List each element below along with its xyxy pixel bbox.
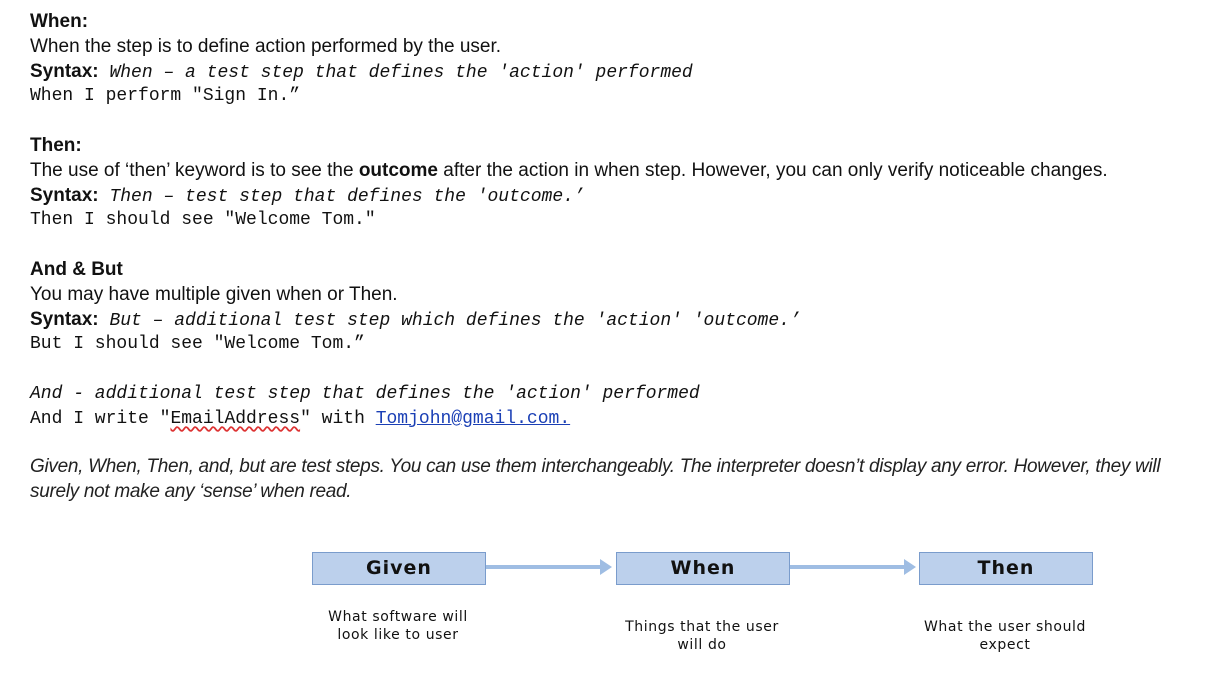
- document-body: When: When the step is to define action …: [30, 10, 1200, 504]
- arrow-when-to-then: [790, 559, 916, 575]
- when-box: When: [616, 552, 790, 585]
- but-syntax: Syntax: But – additional test step which…: [30, 308, 1200, 333]
- then-box: Then: [919, 552, 1093, 585]
- and-example-middle: " with: [300, 408, 376, 429]
- syntax-label: Syntax:: [30, 184, 99, 206]
- email-field-name: EmailAddress: [170, 408, 301, 429]
- syntax-label: Syntax:: [30, 60, 99, 82]
- then-caption: What the user should expect: [923, 619, 1087, 653]
- then-desc-part2: after the action in when step. However, …: [438, 159, 1108, 181]
- when-syntax-text: When – a test step that defines the 'act…: [98, 62, 693, 83]
- arrow-given-to-when: [486, 559, 612, 575]
- and-but-heading: And & But: [30, 258, 123, 280]
- then-syntax-text: Then – test step that defines the 'outco…: [98, 186, 585, 207]
- and-example-prefix: And I write ": [30, 408, 171, 429]
- then-desc-part1: The use of ‘then’ keyword is to see the: [30, 159, 359, 181]
- when-syntax: Syntax: When – a test step that defines …: [30, 60, 1200, 85]
- when-caption: Things that the user will do: [625, 619, 779, 653]
- and-example: And I write "EmailAddress" with Tomjohn@…: [30, 407, 1200, 432]
- italic-note: Given, When, Then, and, but are test ste…: [30, 455, 1161, 502]
- then-heading: Then:: [30, 134, 82, 156]
- when-example: When I perform "Sign In.”: [30, 86, 301, 107]
- given-caption: What software will look like to user: [328, 609, 468, 643]
- when-heading: When:: [30, 11, 89, 32]
- syntax-label: Syntax:: [30, 308, 99, 330]
- given-box: Given: [312, 552, 486, 585]
- and-but-description: You may have multiple given when or Then…: [30, 283, 398, 305]
- and-syntax: And - additional test step that defines …: [30, 383, 700, 404]
- then-description: The use of ‘then’ keyword is to see the …: [30, 159, 1200, 184]
- then-syntax: Syntax: Then – test step that defines th…: [30, 184, 1200, 209]
- then-example: Then I should see "Welcome Tom.": [30, 210, 376, 231]
- but-syntax-text: But – additional test step which defines…: [98, 310, 801, 331]
- then-desc-bold: outcome: [358, 159, 438, 181]
- but-example: But I should see "Welcome Tom.”: [30, 334, 365, 355]
- when-description: When the step is to define action perfor…: [30, 35, 502, 57]
- gherkin-flow-diagram: Given When Then What software will look …: [312, 552, 1102, 681]
- email-link[interactable]: Tomjohn@gmail.com.: [375, 408, 571, 429]
